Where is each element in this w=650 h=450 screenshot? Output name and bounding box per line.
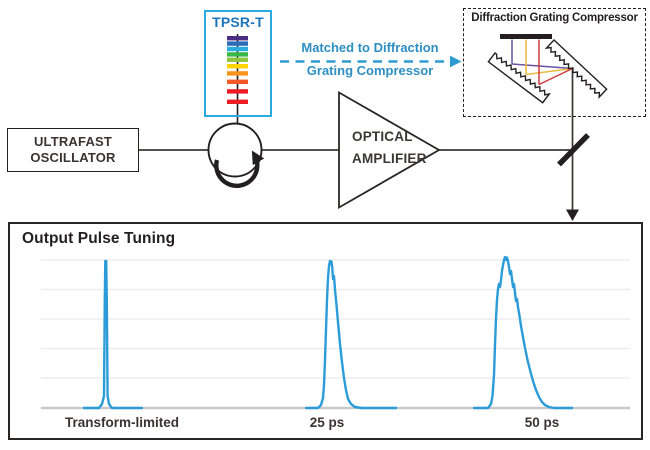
spectrum-bar-8 — [227, 89, 248, 94]
spectrum-bar-5 — [227, 64, 248, 69]
turning-mirror — [557, 133, 590, 167]
oscillator-label-line1: ULTRAFAST — [33, 134, 113, 149]
grating-right — [544, 39, 608, 100]
spectrum-bar-0 — [227, 36, 248, 41]
circulator — [207, 122, 265, 189]
amplifier-label-line2: AMPLIFIER — [352, 151, 427, 166]
pulse-traces — [82, 255, 574, 410]
ultrafast-oscillator-box: ULTRAFAST OSCILLATOR — [7, 128, 139, 172]
pulse-trace-0 — [82, 259, 144, 410]
matched-note-line1: Matched to Diffraction — [301, 40, 439, 55]
spectrum-bar-6 — [227, 71, 248, 76]
dispersed-rays — [511, 39, 573, 86]
down-arrowhead-icon — [566, 209, 579, 221]
pulse-trace-1 — [304, 259, 398, 410]
spectrum-bar-7 — [227, 79, 248, 84]
output-panel — [8, 222, 643, 440]
circulator-clockwise-arrow-icon — [214, 150, 265, 189]
pulse-label-1: 25 ps — [309, 415, 345, 430]
diffraction-grating-compressor-box — [463, 8, 646, 117]
spectrum-bar-4 — [227, 57, 248, 62]
tpsr-box — [204, 10, 272, 117]
spectrum-bar-1 — [227, 41, 248, 46]
oscillator-label-line2: OSCILLATOR — [30, 150, 116, 165]
spectrum-bar-2 — [227, 46, 248, 52]
arrowhead-right-icon — [450, 55, 462, 68]
pulse-label-2: 50 ps — [524, 415, 560, 430]
amplifier-label-line1: OPTICAL — [352, 129, 413, 144]
tpsr-title: TPSR-T — [212, 14, 264, 30]
pulse-trace-2 — [472, 255, 574, 410]
spectrum-bars — [227, 36, 248, 104]
beam-path-lines — [138, 68, 574, 211]
matched-dashed-arrow — [280, 55, 462, 68]
optical-amplifier-triangle — [338, 90, 441, 210]
amplifier-label: OPTICAL AMPLIFIER — [352, 126, 427, 170]
pulse-label-0: Transform-limited — [64, 415, 180, 430]
matched-note-line2: Grating Compressor — [306, 63, 434, 78]
spectrum-bar-9 — [227, 99, 248, 104]
compressor-optics — [487, 34, 608, 104]
compressor-title: Diffraction Grating Compressor — [471, 12, 638, 24]
spectrum-bar-3 — [227, 52, 248, 57]
output-panel-title: Output Pulse Tuning — [22, 230, 176, 247]
grating-left — [487, 52, 552, 104]
